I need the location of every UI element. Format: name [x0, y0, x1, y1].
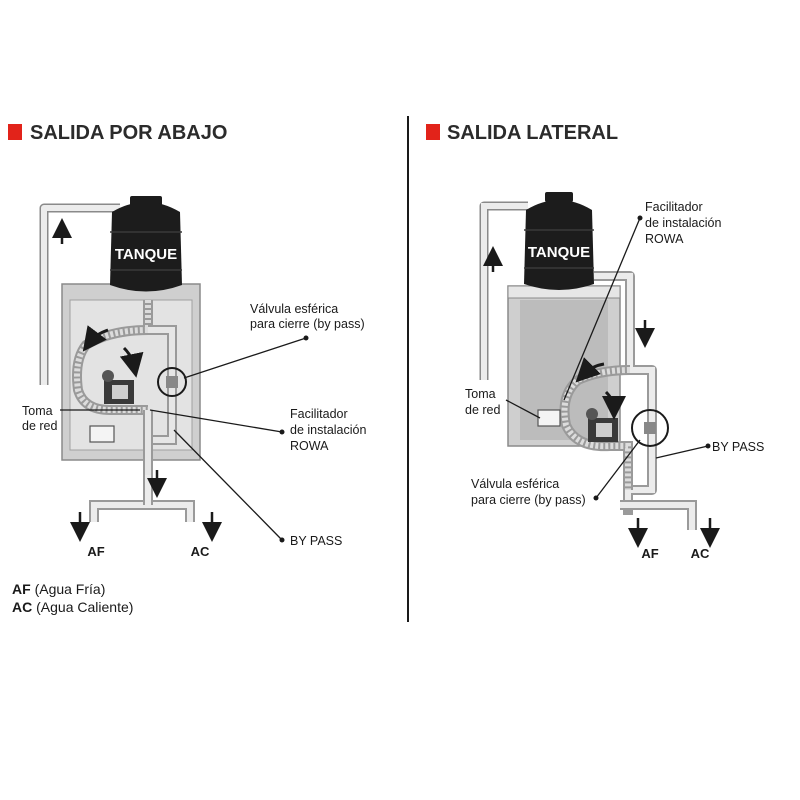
left-heading: SALIDA POR ABAJO: [30, 122, 227, 144]
right-panel: SALIDA LATERAL TANQUE: [426, 122, 764, 561]
right-ac-label: AC: [691, 546, 710, 561]
left-facilitator-text-1: Facilitador: [290, 407, 348, 421]
left-heading-marker: [8, 124, 22, 140]
right-toma-leader: [505, 399, 541, 419]
legend-af-text: (Agua Fría): [34, 581, 106, 597]
left-outlet-socket: [89, 425, 115, 443]
legend: AF (Agua Fría) AC (Agua Caliente): [12, 580, 133, 616]
right-toma-text-1: Toma: [465, 387, 496, 401]
left-ac-label: AC: [191, 544, 210, 559]
right-valve-text-1: Válvula esférica: [471, 477, 559, 491]
right-tank-label: TANQUE: [528, 244, 590, 261]
right-valve-text-2: para cierre (by pass): [471, 493, 586, 507]
right-tank: [524, 192, 594, 290]
left-valve-highlight: [157, 367, 187, 397]
left-facilitator-leader: [149, 409, 283, 433]
right-outlet-socket: [537, 409, 561, 427]
left-toma-text-2: de red: [22, 419, 57, 433]
right-heading-marker: [426, 124, 440, 140]
left-facilitator-text-3: ROWA: [290, 439, 329, 453]
legend-af-abbr: AF: [12, 581, 31, 597]
legend-ac: AC (Agua Caliente): [12, 598, 133, 616]
left-flow-arrow-1: [82, 325, 109, 352]
right-pump: [586, 408, 618, 442]
right-flow-arrow-2: [601, 390, 626, 420]
left-valve-text-1: Válvula esférica: [250, 302, 338, 316]
right-flow-arrow-1: [575, 357, 605, 383]
right-bypass-leader: [655, 445, 709, 459]
left-tank: [110, 196, 182, 292]
left-af-label: AF: [87, 544, 104, 559]
left-valve-leader: [183, 337, 307, 379]
right-outlet-manifold: [620, 500, 697, 530]
legend-ac-text: (Agua Caliente): [36, 599, 134, 615]
left-tank-label: TANQUE: [115, 246, 177, 263]
right-facilitator-leader: [563, 217, 641, 401]
right-valve-highlight: [631, 409, 669, 447]
left-valve-text-2: para cierre (by pass): [250, 317, 365, 331]
left-flow-arrow-2: [119, 346, 144, 378]
right-bypass-text: BY PASS: [712, 440, 764, 454]
left-panel: SALIDA POR ABAJO TANQUE: [8, 122, 366, 559]
right-facilitator-text-3: ROWA: [645, 232, 684, 246]
right-facilitator-text-2: de instalación: [645, 216, 721, 230]
left-facilitator-text-2: de instalación: [290, 423, 366, 437]
left-bypass-text: BY PASS: [290, 534, 342, 548]
right-valve-leader: [595, 439, 641, 499]
legend-ac-abbr: AC: [12, 599, 33, 615]
legend-af: AF (Agua Fría): [12, 580, 133, 598]
left-toma-text-1: Toma: [22, 404, 53, 418]
right-heading: SALIDA LATERAL: [447, 122, 618, 144]
right-toma-text-2: de red: [465, 403, 500, 417]
right-af-label: AF: [641, 546, 658, 561]
right-facilitator-text-1: Facilitador: [645, 200, 703, 214]
left-bypass-leader: [173, 429, 283, 541]
left-pump: [102, 370, 134, 404]
